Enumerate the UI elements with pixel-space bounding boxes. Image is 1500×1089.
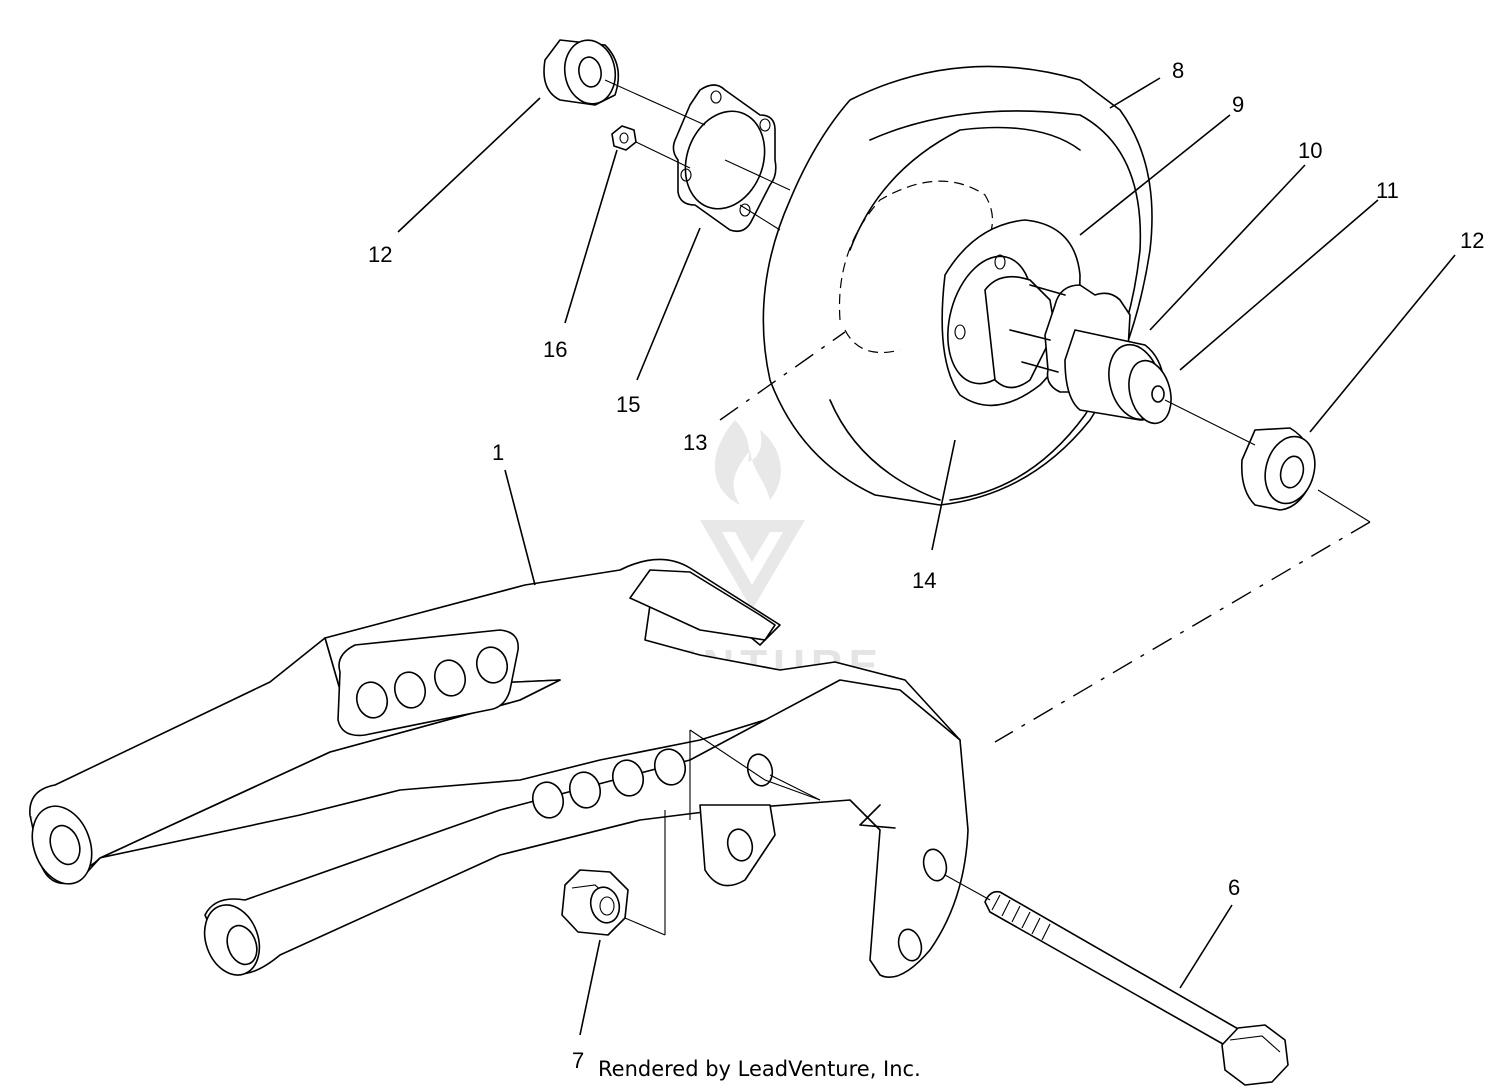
leader-8 bbox=[1109, 77, 1161, 109]
callout-8: 8 bbox=[1172, 58, 1184, 83]
callout-10: 10 bbox=[1298, 138, 1322, 163]
callout-15: 15 bbox=[616, 392, 640, 417]
leader-9 bbox=[1079, 114, 1231, 236]
leader-13 bbox=[719, 331, 846, 421]
leader-lines bbox=[397, 77, 1456, 1036]
bearing-upper-part bbox=[543, 39, 620, 106]
callout-7: 7 bbox=[572, 1048, 584, 1073]
flange-plate-part bbox=[672, 84, 777, 233]
callout-6: 6 bbox=[1228, 875, 1240, 900]
leader-14 bbox=[931, 439, 956, 551]
callout-14: 14 bbox=[912, 568, 936, 593]
callout-12-right: 12 bbox=[1460, 228, 1484, 253]
callout-1: 1 bbox=[492, 440, 504, 465]
watermark-logo-icon bbox=[700, 420, 805, 610]
leader-7 bbox=[579, 939, 601, 1036]
bearing-lower-part bbox=[1240, 427, 1316, 511]
leader-11 bbox=[1179, 199, 1379, 371]
leader-6 bbox=[1179, 904, 1233, 989]
wheel-assembly-part bbox=[762, 65, 1172, 506]
leader-16 bbox=[564, 149, 618, 324]
callout-13: 13 bbox=[683, 430, 707, 455]
bolt-part bbox=[984, 890, 1289, 1086]
callout-16: 16 bbox=[543, 337, 567, 362]
swing-arm-part bbox=[29, 558, 969, 979]
callout-12-left: 12 bbox=[368, 242, 392, 267]
leader-10 bbox=[1149, 164, 1306, 331]
render-credit: Rendered by LeadVenture, Inc. bbox=[598, 1057, 921, 1081]
callout-9: 9 bbox=[1232, 92, 1244, 117]
leader-1 bbox=[504, 469, 536, 586]
leader-15 bbox=[636, 227, 701, 381]
callout-11: 11 bbox=[1376, 178, 1399, 203]
hex-nut-part bbox=[561, 869, 629, 936]
small-nut-part bbox=[611, 125, 637, 151]
leader-12-left bbox=[397, 97, 541, 233]
leader-12-right bbox=[1309, 254, 1456, 433]
centerlines bbox=[604, 79, 1371, 936]
callouts: 1 6 7 8 9 10 11 12 12 13 14 15 16 bbox=[368, 58, 1484, 1073]
